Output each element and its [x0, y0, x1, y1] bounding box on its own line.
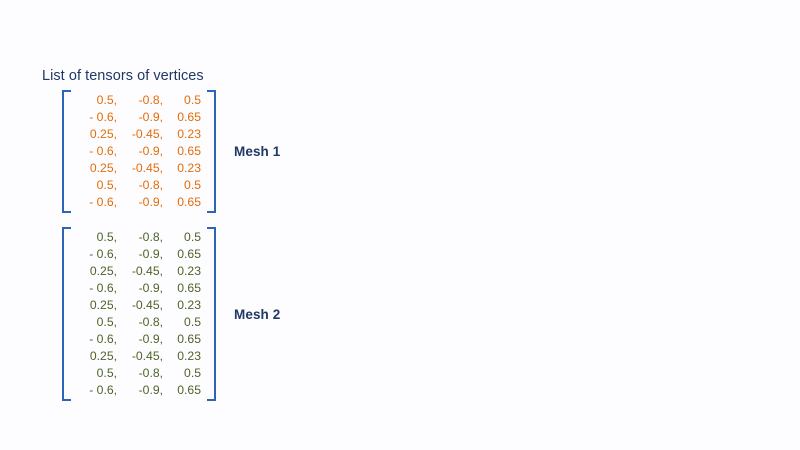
- matrix-row: - 0.6, -0.9, 0.65: [77, 331, 201, 348]
- matrix-cell: 0.65: [177, 144, 201, 158]
- matrix-cell: 0.5: [184, 366, 201, 380]
- matrix-row: - 0.6, -0.9, 0.65: [77, 109, 201, 126]
- matrix-cell: -0.45,: [131, 161, 163, 175]
- matrix-row: - 0.6, -0.9, 0.65: [77, 194, 201, 211]
- matrix-cell: 0.5,: [96, 315, 117, 329]
- matrix-cell: 0.5: [184, 93, 201, 107]
- matrix-cell: 0.65: [177, 332, 201, 346]
- matrix-cell: 0.65: [177, 247, 201, 261]
- matrix-cell: -0.45,: [131, 127, 163, 141]
- matrix-cell: 0.5,: [96, 230, 117, 244]
- matrix-cell: 0.65: [177, 110, 201, 124]
- matrix-cell: -0.9,: [138, 383, 163, 397]
- matrix-cell: 0.65: [177, 383, 201, 397]
- matrix-cell: 0.5: [184, 315, 201, 329]
- matrix-cell: -0.9,: [138, 281, 163, 295]
- matrix-cell: - 0.6,: [89, 247, 117, 261]
- mesh-label-2: Mesh 2: [234, 306, 281, 322]
- matrix-cell: - 0.6,: [89, 144, 117, 158]
- matrix-cell: 0.23: [177, 161, 201, 175]
- matrix-row: - 0.6, -0.9, 0.65: [77, 382, 201, 399]
- matrix-cell: -0.9,: [138, 247, 163, 261]
- matrix-cell: - 0.6,: [89, 195, 117, 209]
- matrix-cell: -0.8,: [138, 178, 163, 192]
- matrix-cell: 0.5: [184, 230, 201, 244]
- matrix-cell: 0.25,: [89, 264, 117, 278]
- matrix-row: 0.25, -0.45, 0.23: [77, 297, 201, 314]
- matrix-cell: 0.23: [177, 298, 201, 312]
- matrix-cell: 0.25,: [89, 161, 117, 175]
- page-title: List of tensors of vertices: [42, 68, 204, 84]
- matrix-cell: 0.23: [177, 127, 201, 141]
- matrix-row: - 0.6, -0.9, 0.65: [77, 143, 201, 160]
- matrix-cell: -0.45,: [131, 298, 163, 312]
- matrix-cell: 0.5,: [96, 93, 117, 107]
- matrix-cell: 0.65: [177, 281, 201, 295]
- matrix-row: 0.5, -0.8, 0.5: [77, 229, 201, 246]
- matrix-cell: - 0.6,: [89, 332, 117, 346]
- matrix-row: 0.25, -0.45, 0.23: [77, 263, 201, 280]
- matrix-cell: - 0.6,: [89, 110, 117, 124]
- matrix-row: 0.5, -0.8, 0.5: [77, 177, 201, 194]
- matrix-row: 0.25, -0.45, 0.23: [77, 126, 201, 143]
- matrix-row: 0.25, -0.45, 0.23: [77, 160, 201, 177]
- matrix-cell: -0.9,: [138, 110, 163, 124]
- matrix-cell: 0.25,: [89, 298, 117, 312]
- matrix-cell: -0.8,: [138, 366, 163, 380]
- matrix-cell: -0.9,: [138, 195, 163, 209]
- matrix-cell: 0.5,: [96, 366, 117, 380]
- mesh-label-1: Mesh 1: [234, 144, 281, 159]
- matrix-cell: - 0.6,: [89, 281, 117, 295]
- left-bracket-icon: [62, 90, 71, 213]
- matrix-cell: 0.23: [177, 264, 201, 278]
- left-bracket-icon: [62, 227, 71, 401]
- matrix-cell: 0.5: [184, 178, 201, 192]
- matrix-row: 0.25, -0.45, 0.23: [77, 348, 201, 365]
- right-bracket-icon: [207, 90, 216, 213]
- matrix-cell: -0.9,: [138, 332, 163, 346]
- matrix-row: - 0.6, -0.9, 0.65: [77, 280, 201, 297]
- matrix-row: 0.5, -0.8, 0.5: [77, 365, 201, 382]
- matrix-cell: 0.25,: [89, 127, 117, 141]
- matrix-cell: -0.8,: [138, 230, 163, 244]
- matrix-cell: 0.25,: [89, 349, 117, 363]
- matrix-cell: -0.8,: [138, 93, 163, 107]
- matrix-row: - 0.6, -0.9, 0.65: [77, 246, 201, 263]
- matrix-cell: -0.9,: [138, 144, 163, 158]
- matrix-cell: -0.45,: [131, 264, 163, 278]
- matrix-row: 0.5, -0.8, 0.5: [77, 314, 201, 331]
- matrix-row: 0.5, -0.8, 0.5: [77, 92, 201, 109]
- matrix-cell: 0.5,: [96, 178, 117, 192]
- matrix-cell: - 0.6,: [89, 383, 117, 397]
- matrix-cell: -0.8,: [138, 315, 163, 329]
- right-bracket-icon: [207, 227, 216, 401]
- matrix-cell: 0.23: [177, 349, 201, 363]
- matrix-cell: 0.65: [177, 195, 201, 209]
- matrix-cell: -0.45,: [131, 349, 163, 363]
